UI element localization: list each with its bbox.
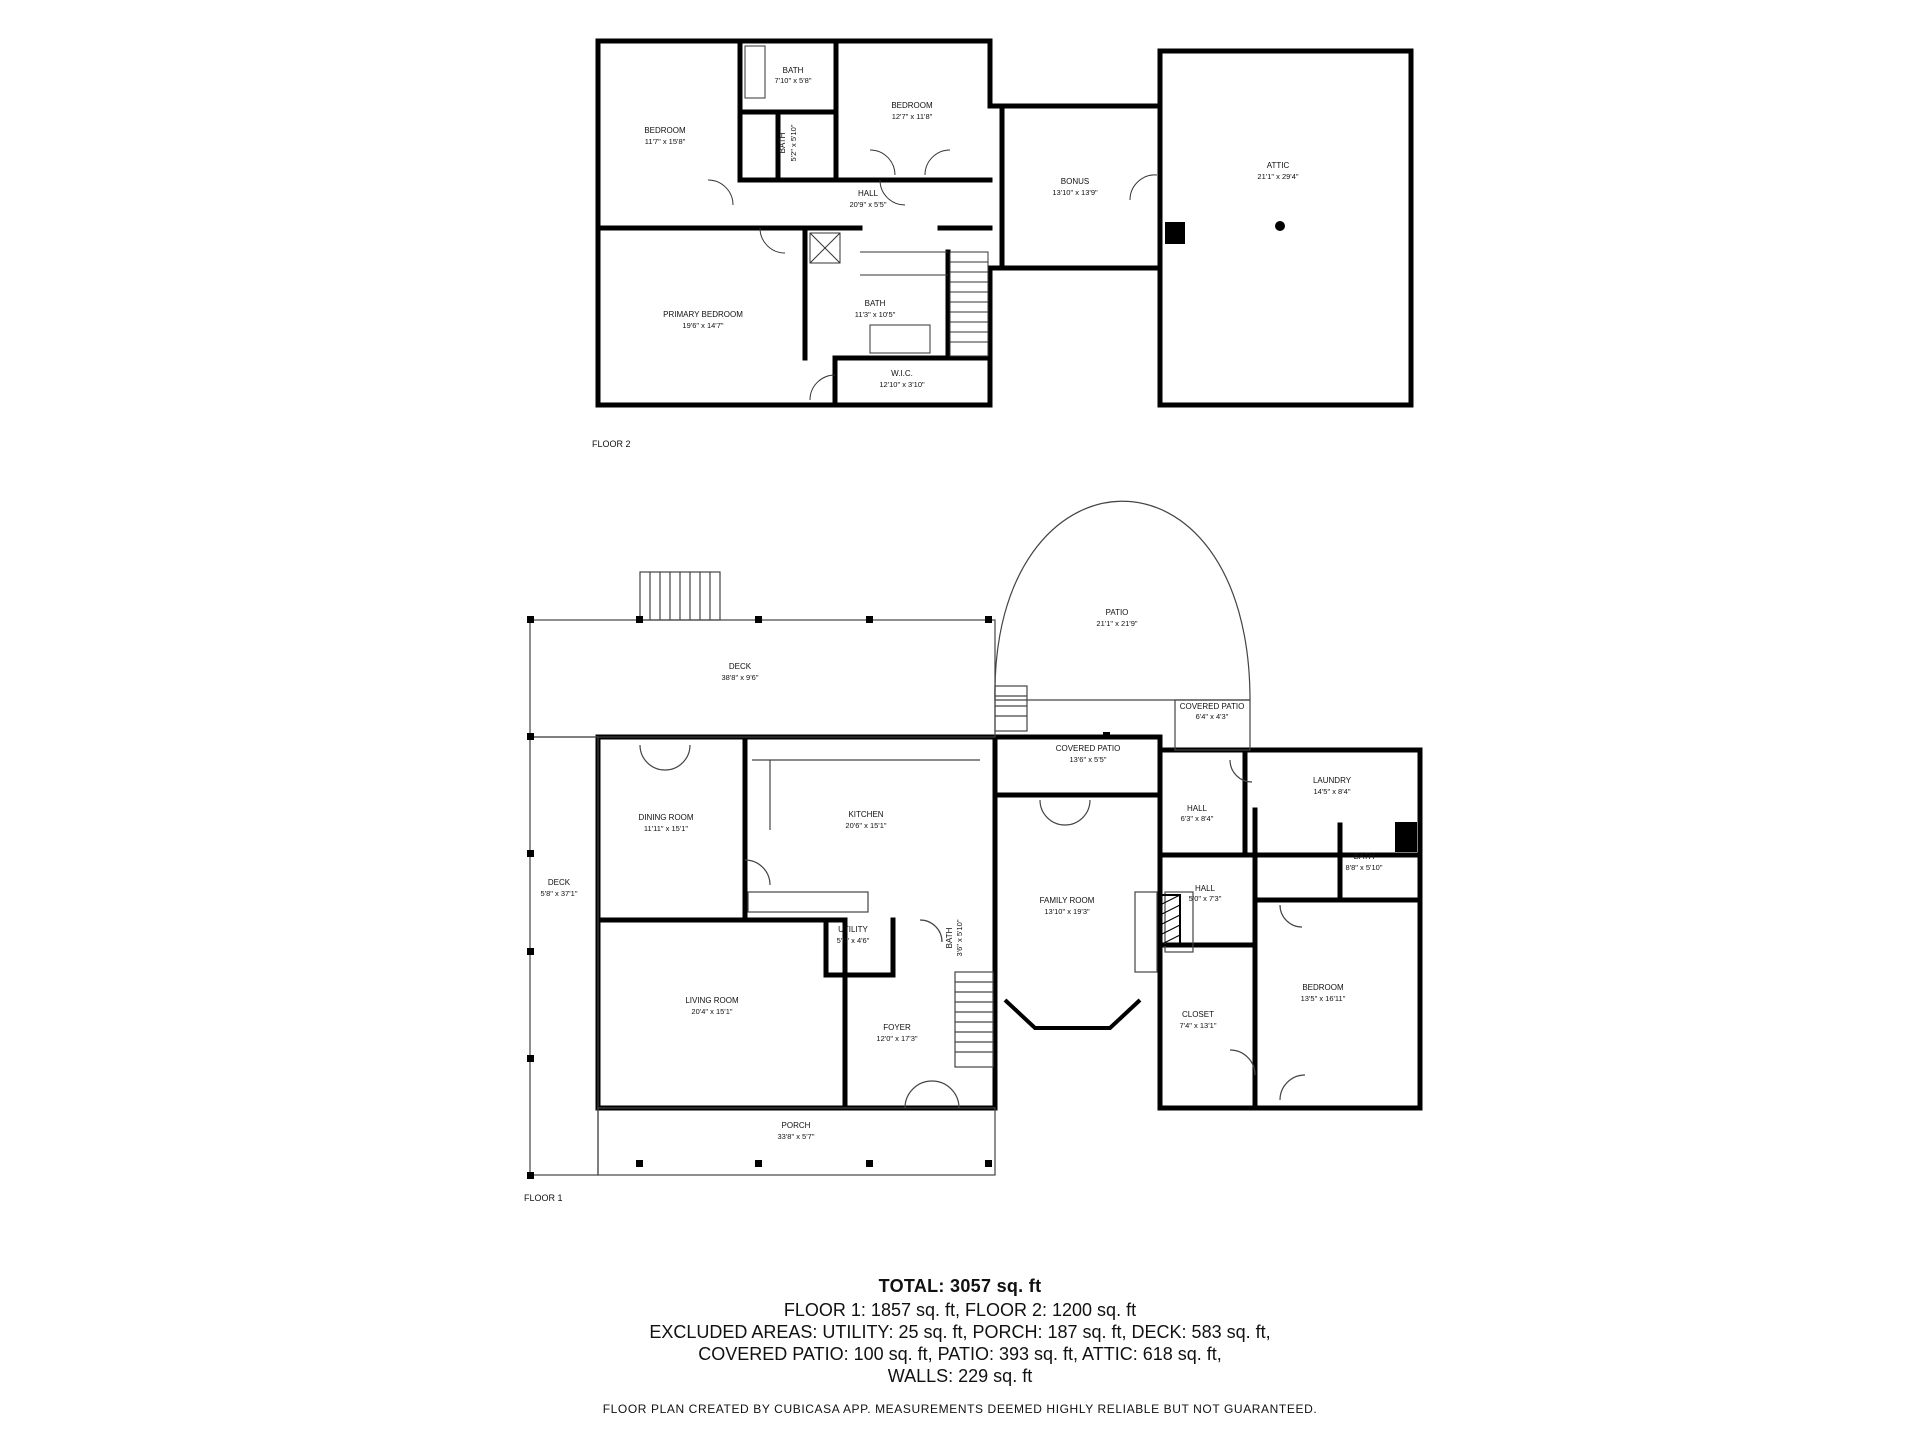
room-dims: 14'5" x 8'4" [1314, 787, 1351, 796]
floor-1-walls [595, 734, 1423, 1111]
deck-porch-posts [527, 616, 1417, 1179]
family-room-bay-window [1003, 998, 1142, 1030]
room-dims: 5'6" x 4'6" [837, 936, 870, 945]
floor-1-room-labels: DECK 38'8" x 9'6" PATIO 21'1" x 21'9" CO… [541, 608, 1383, 1141]
room-name: BEDROOM [644, 126, 686, 135]
room-dims: 19'6" x 14'7" [682, 321, 723, 330]
room-name: HALL [858, 189, 879, 198]
room-dims: 13'5" x 16'11" [1301, 994, 1346, 1003]
room-dims: 11'3" x 10'5" [855, 310, 896, 319]
room-name: BATH [865, 299, 886, 308]
room-dims: 6'4" x 4'3" [1196, 712, 1229, 721]
fireplace-hatch [1159, 894, 1181, 946]
floor-2-label: FLOOR 2 [592, 439, 631, 449]
room-dims: 5'8" x 37'1" [541, 889, 578, 898]
room-dims: 38'8" x 9'6" [722, 673, 759, 682]
room-dims: 3'6" x 5'10" [955, 919, 964, 956]
summary-line-walls: WALLS: 229 sq. ft [887, 1366, 1033, 1386]
room-name: KITCHEN [848, 810, 883, 819]
room-name: UTILITY [838, 925, 868, 934]
floor-2-fixtures [707, 45, 1158, 401]
room-dims: 20'6" x 15'1" [845, 821, 886, 830]
room-dims: 11'7" x 15'8" [645, 137, 686, 146]
room-name: BATH [778, 132, 787, 153]
disclaimer: FLOOR PLAN CREATED BY CUBICASA APP. MEAS… [602, 1402, 1318, 1416]
room-name: PRIMARY BEDROOM [663, 310, 743, 319]
floor-2-room-labels: BEDROOM 11'7" x 15'8" BATH 7'10" x 5'8" … [644, 66, 1299, 389]
room-dims: 21'1" x 21'9" [1096, 619, 1137, 628]
summary-line-excluded-cont: COVERED PATIO: 100 sq. ft, PATIO: 393 sq… [698, 1344, 1222, 1364]
room-name: HALL [1187, 804, 1208, 813]
attic-chimney-block [1165, 222, 1185, 244]
room-name: DECK [729, 662, 752, 671]
room-dims: 20'9" x 5'5" [850, 200, 887, 209]
floor-1-exterior-outlines [529, 500, 1306, 1176]
room-name: BATH [945, 927, 954, 948]
room-name: LIVING ROOM [685, 996, 739, 1005]
room-name: COVERED PATIO [1180, 702, 1245, 711]
room-name: LAUNDRY [1313, 776, 1352, 785]
room-dims: 20'4" x 15'1" [691, 1007, 732, 1016]
room-name: BEDROOM [1302, 983, 1344, 992]
room-dims: 5'0" x 7'3" [1189, 894, 1222, 903]
room-name: ATTIC [1267, 161, 1290, 170]
room-dims: 7'10" x 5'8" [775, 76, 812, 85]
floor-1-label: FLOOR 1 [524, 1193, 563, 1203]
room-name: FOYER [883, 1023, 911, 1032]
room-name: BONUS [1061, 177, 1089, 186]
room-dims: 12'10" x 3'10" [879, 380, 925, 389]
room-name: W.I.C. [891, 369, 913, 378]
room-dims: 33'8" x 5'7" [778, 1132, 815, 1141]
room-dims: 21'1" x 29'4" [1257, 172, 1298, 181]
attic-access-dot [1275, 221, 1285, 231]
room-name: DINING ROOM [638, 813, 693, 822]
room-dims: 5'2" x 5'10" [789, 124, 798, 161]
room-name: BEDROOM [891, 101, 933, 110]
summary-line-excluded: EXCLUDED AREAS: UTILITY: 25 sq. ft, PORC… [649, 1322, 1271, 1342]
room-name: PORCH [782, 1121, 811, 1130]
room-dims: 12'7" x 11'8" [892, 112, 933, 121]
room-dims: 13'6" x 5'5" [1070, 755, 1107, 764]
room-dims: 13'10" x 13'9" [1052, 188, 1098, 197]
room-name: DECK [548, 878, 571, 887]
room-dims: 13'10" x 19'3" [1044, 907, 1090, 916]
room-dims: 8'8" x 5'10" [1346, 863, 1383, 872]
room-dims: 7'4" x 13'1" [1180, 1021, 1217, 1030]
room-name: FAMILY ROOM [1040, 896, 1095, 905]
floor-2-walls [595, 38, 1414, 408]
room-dims: 6'3" x 8'4" [1181, 814, 1214, 823]
room-name: BATH [783, 66, 804, 75]
total-area: TOTAL: 3057 sq. ft [878, 1276, 1042, 1296]
room-name: CLOSET [1182, 1010, 1214, 1019]
room-name: HALL [1195, 884, 1216, 893]
room-dims: 11'11" x 15'1" [644, 824, 689, 833]
room-name: BATH [1354, 852, 1375, 861]
room-dims: 12'0" x 17'3" [876, 1034, 917, 1043]
room-name: COVERED PATIO [1056, 744, 1121, 753]
fireplace [1159, 894, 1181, 946]
room-name: PATIO [1106, 608, 1129, 617]
summary-line-floors: FLOOR 1: 1857 sq. ft, FLOOR 2: 1200 sq. … [783, 1300, 1137, 1320]
